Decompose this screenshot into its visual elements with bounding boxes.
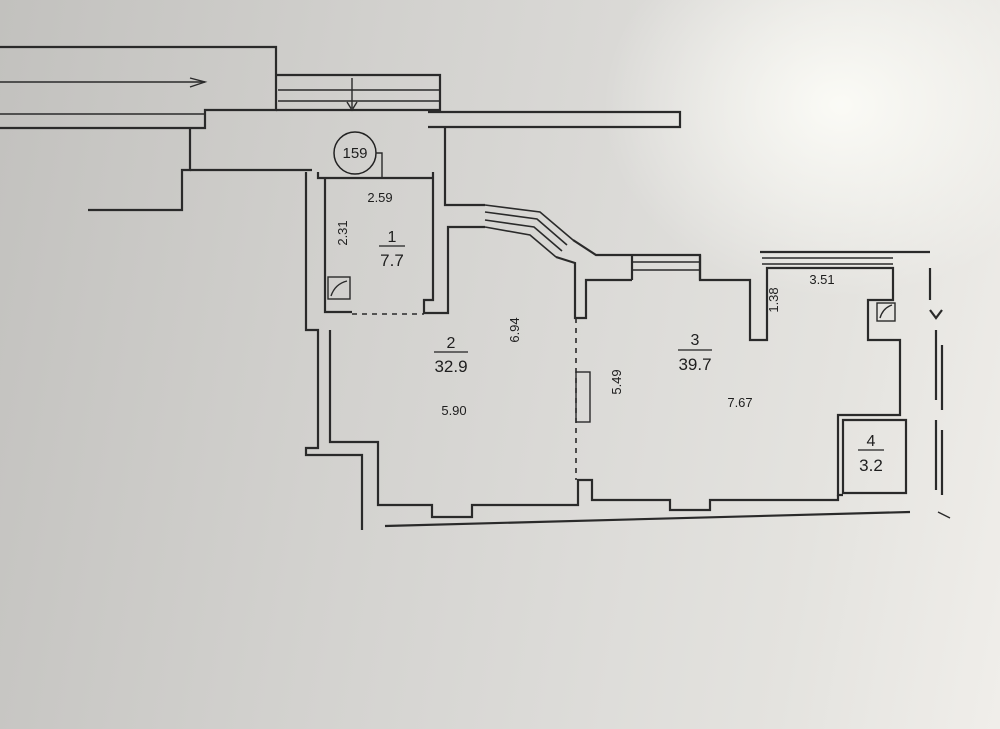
room-3-label: 3 39.7: [678, 332, 712, 374]
room-2-label: 2 32.9: [434, 335, 468, 376]
facade-line-bottom: [384, 510, 911, 528]
room-1-walls: [304, 172, 485, 530]
room-4-number: 4: [867, 433, 876, 450]
room-3-walls: [630, 250, 930, 497]
staircase-block: [0, 45, 682, 212]
room-3-area: 39.7: [678, 355, 711, 374]
room-2-number: 2: [447, 335, 456, 352]
dimension-room2-width: 5.90: [441, 403, 466, 418]
dimension-room1-length: 2.31: [335, 220, 350, 245]
dimension-room2-length: 6.94: [507, 317, 522, 342]
room-1-label: 1 7.7: [379, 229, 405, 270]
building-number: 159: [342, 145, 367, 162]
room-4-area: 3.2: [859, 456, 883, 475]
building-number-badge: 159: [333, 131, 383, 178]
room-2-walls: [328, 318, 840, 519]
bay-window: [484, 204, 632, 320]
room-1-number: 1: [388, 229, 397, 246]
dimension-room3-niche: 1.38: [766, 287, 781, 312]
dimension-room3-width: 7.67: [727, 395, 752, 410]
dimension-room1-width: 2.59: [367, 190, 392, 205]
room-4-walls: [841, 418, 908, 495]
exterior-wall-right: [928, 268, 951, 519]
room-2-area: 32.9: [434, 357, 467, 376]
room-4-label: 4 3.2: [858, 433, 884, 475]
dimension-room3-width-top: 3.51: [809, 272, 834, 287]
dimension-room3-length: 5.49: [609, 369, 624, 394]
room-3-number: 3: [691, 332, 700, 349]
room-1-area: 7.7: [380, 251, 404, 270]
